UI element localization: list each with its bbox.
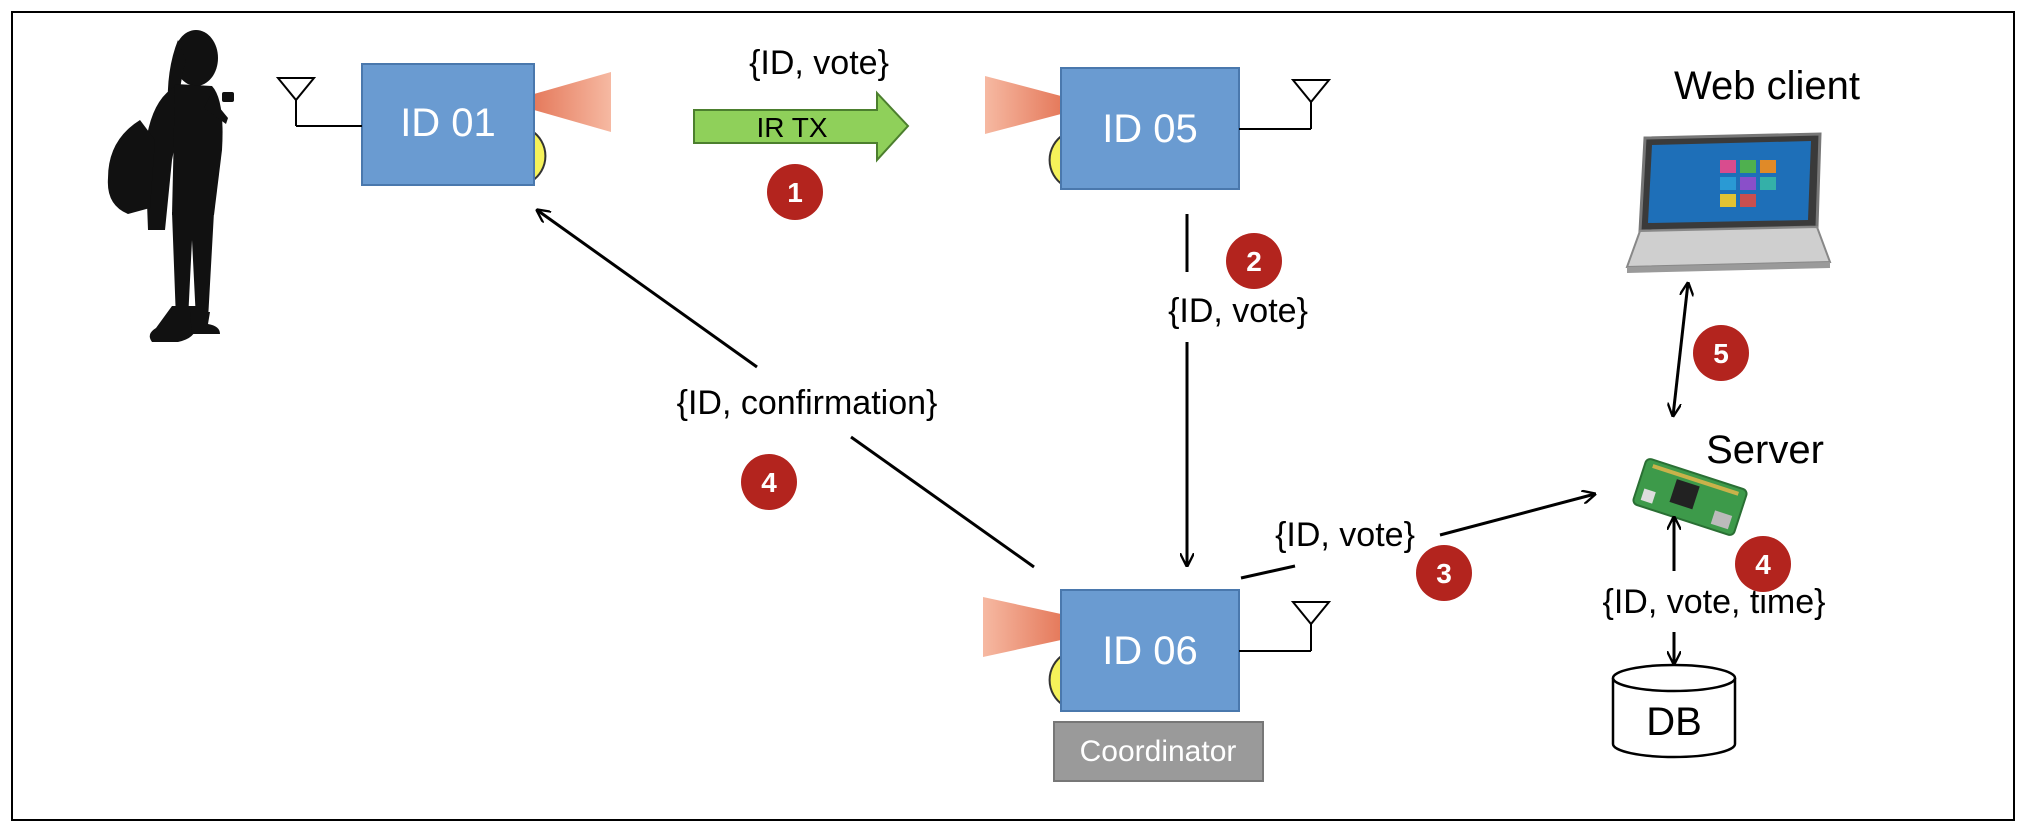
message-vote-top: {ID, vote}: [749, 44, 889, 82]
diagram-frame: [11, 11, 2015, 821]
step-badge-1: 1: [767, 164, 823, 220]
svg-text:2: 2: [1246, 246, 1262, 277]
ir-tx-arrow: IR TX: [693, 90, 910, 163]
message-vote-time: {ID, vote, time}: [1603, 583, 1826, 621]
node-id01-box: [361, 63, 535, 186]
ir-emitter-icon: [534, 72, 611, 132]
db-label: DB: [1646, 700, 1702, 744]
web-client-label: Web client: [1674, 64, 1860, 108]
laptop-icon: [1625, 132, 1832, 273]
step-badge-5: 5: [1693, 325, 1749, 381]
ir-emitter-icon: [983, 597, 1061, 657]
person-silhouette-icon: [107, 30, 234, 342]
step-badge-4-db: 4: [1735, 536, 1791, 592]
database-icon: [1611, 663, 1737, 759]
server-arrow: [1439, 494, 1595, 537]
coordinator-label: Coordinator: [1080, 735, 1237, 768]
antenna-icon: [1239, 601, 1332, 652]
message-vote-down: {ID, vote}: [1168, 292, 1308, 330]
confirmation-link: [850, 435, 1035, 569]
svg-text:4: 4: [761, 467, 777, 498]
confirmation-arrow: [537, 210, 758, 369]
node-id06: ID 06 Coordinator: [983, 589, 1332, 782]
svg-text:4: 4: [1755, 549, 1771, 580]
message-confirmation: {ID, confirmation}: [677, 384, 938, 422]
ir-emitter-icon: [985, 76, 1061, 134]
node-id06-box: [1060, 589, 1240, 712]
server-board-icon: [1632, 458, 1748, 536]
step-badge-2: 2: [1226, 233, 1282, 289]
antenna-icon: [275, 77, 362, 127]
step-badge-3: 3: [1416, 545, 1472, 601]
node-id01-label: ID 01: [400, 101, 496, 145]
server-webclient-arrow: [1673, 283, 1688, 416]
antenna-icon: [1239, 79, 1332, 130]
svg-text:1: 1: [787, 177, 803, 208]
message-vote-to-server: {ID, vote}: [1275, 516, 1415, 554]
step-badge-4-confirmation: 4: [741, 454, 797, 510]
node-id05-label: ID 05: [1102, 107, 1198, 151]
svg-text:5: 5: [1713, 338, 1729, 369]
ir-tx-label: IR TX: [756, 112, 827, 143]
node-id01: ID 01: [275, 63, 611, 186]
server-label: Server: [1706, 428, 1824, 472]
server-link-start: [1240, 564, 1296, 580]
node-id05: ID 05: [985, 67, 1332, 190]
node-id06-label: ID 06: [1102, 629, 1198, 673]
coordinator-box: [1053, 721, 1264, 782]
svg-text:3: 3: [1436, 558, 1452, 589]
